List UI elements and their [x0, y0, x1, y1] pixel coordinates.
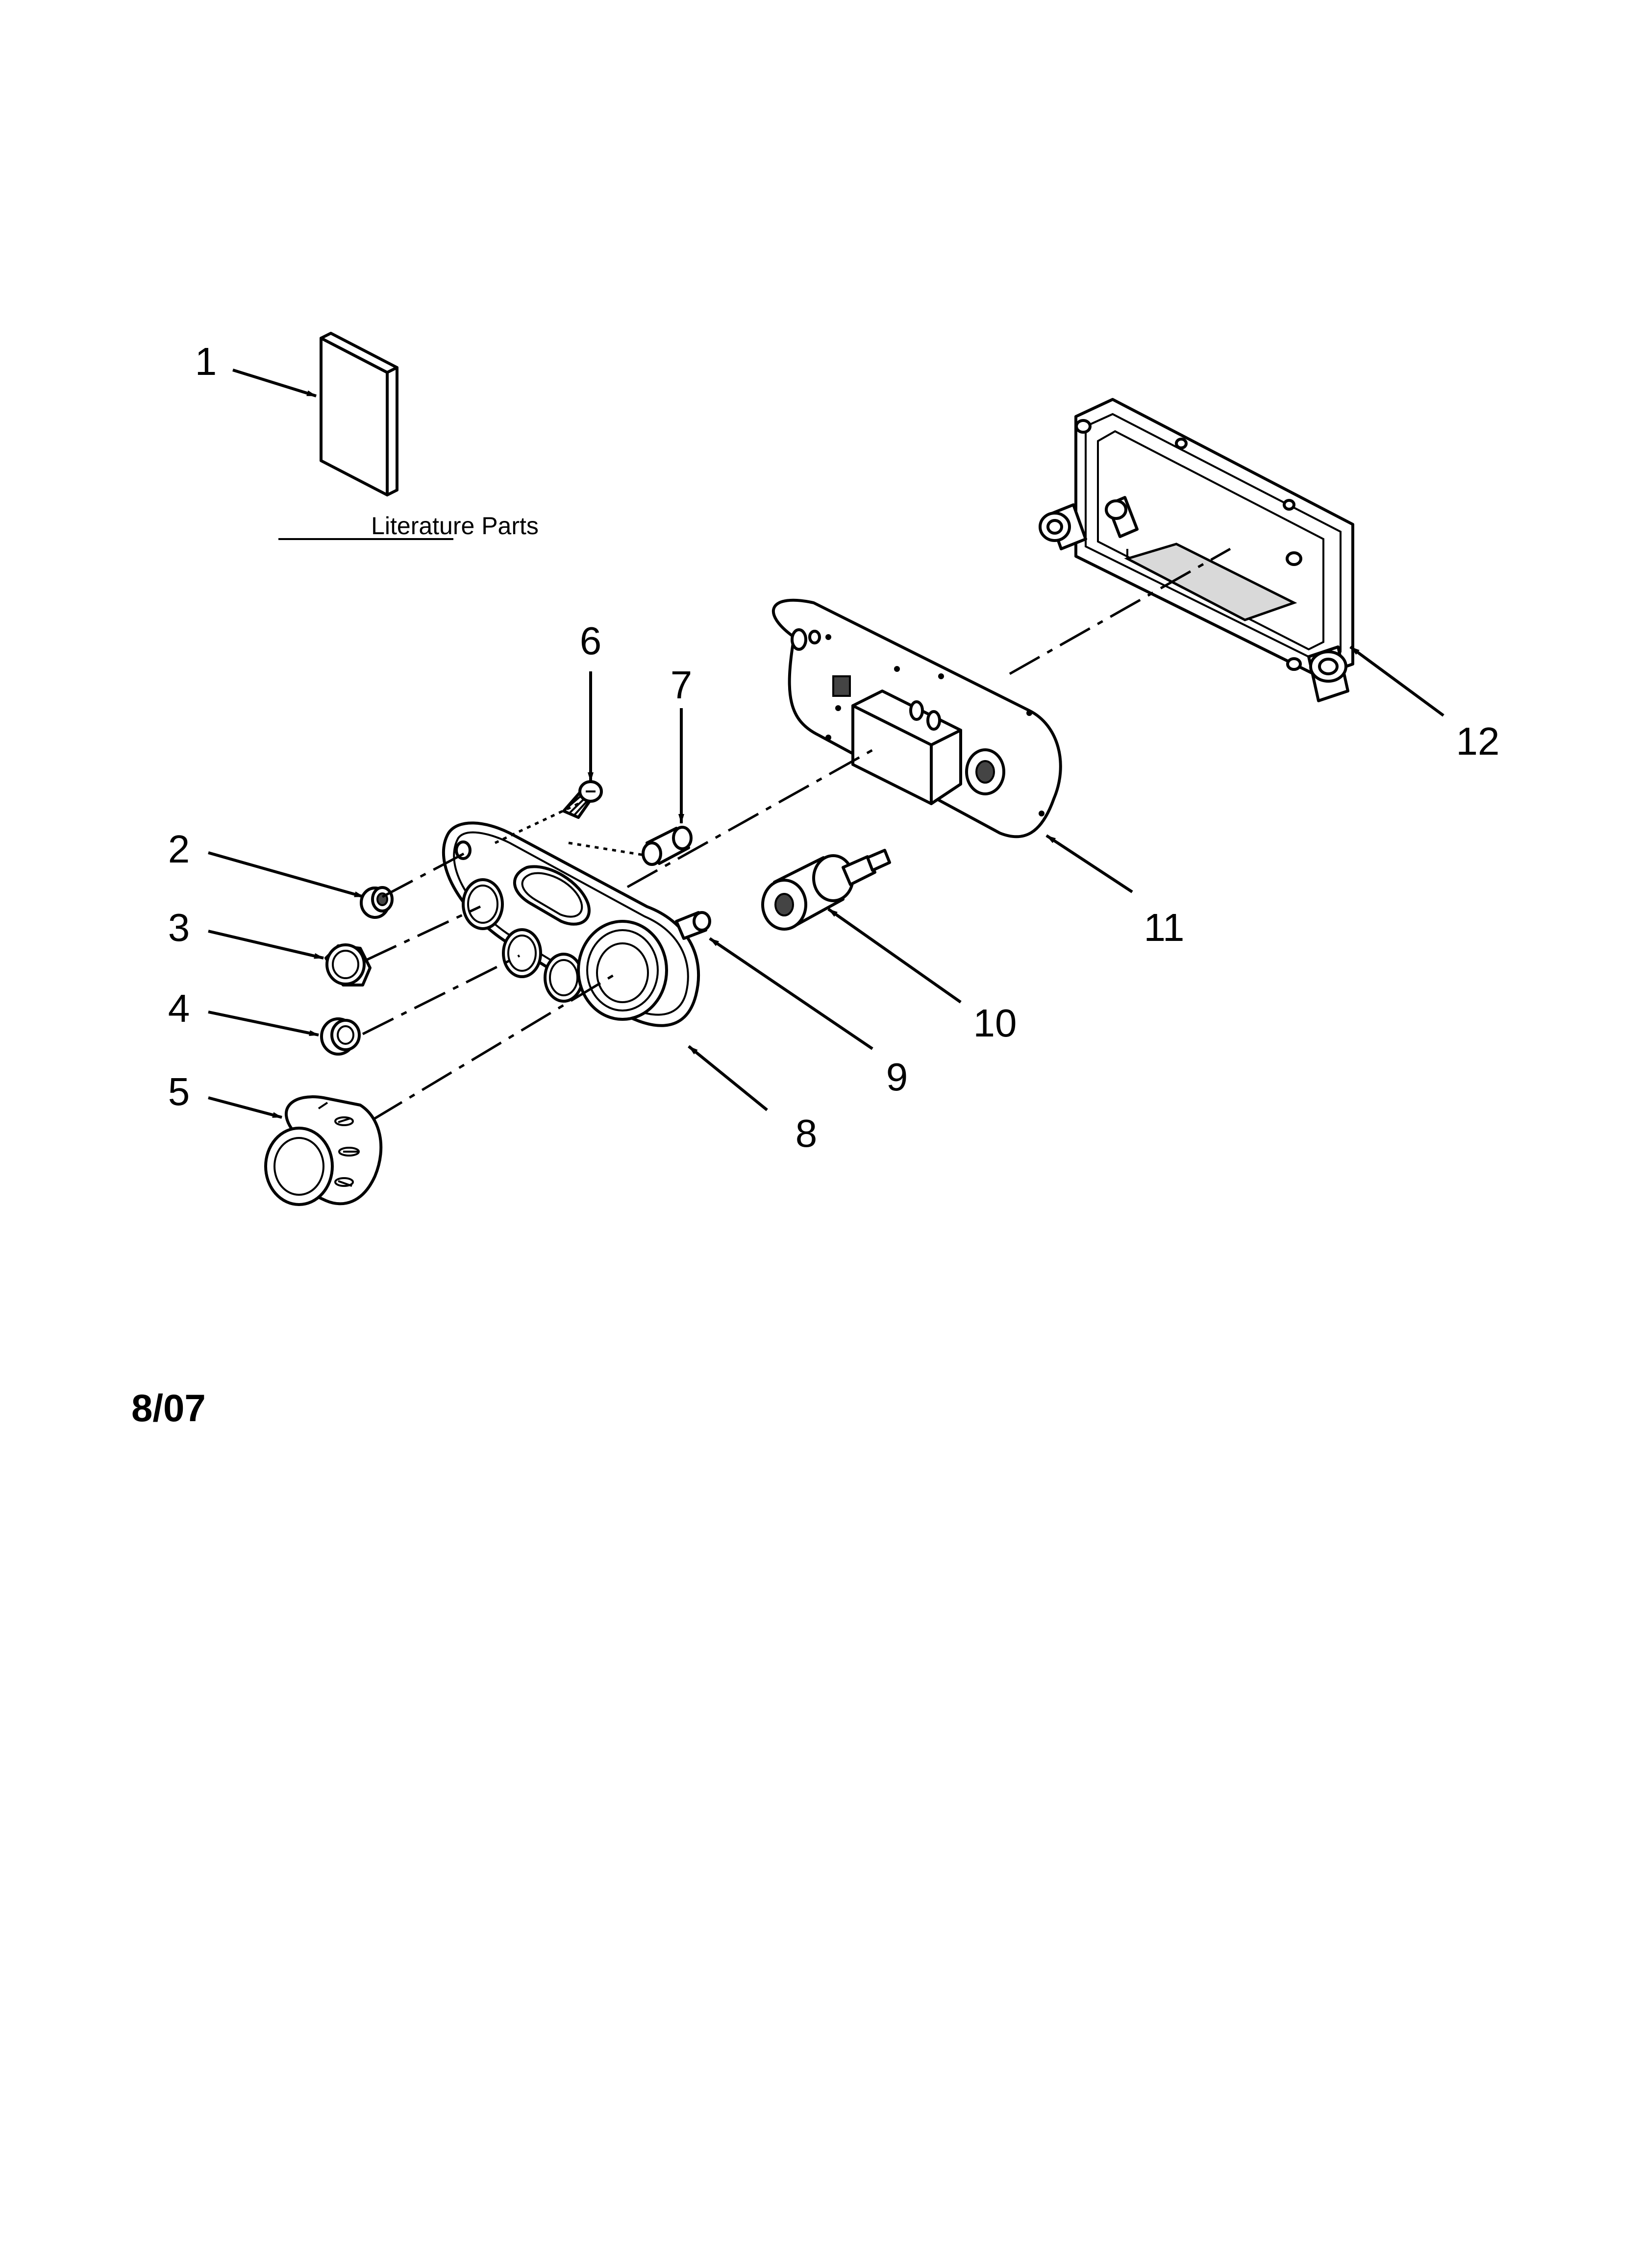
tabbed-button: [324, 943, 372, 986]
housing-boss-left: [1039, 496, 1139, 550]
bezel-pin: [675, 911, 711, 940]
small-button: [360, 886, 394, 919]
rear-housing: [1039, 398, 1354, 702]
rotary-shaft: [761, 849, 891, 931]
callout-9: 9: [886, 1055, 908, 1099]
callout-4: 4: [168, 986, 190, 1030]
round-button: [320, 1017, 361, 1056]
callout-5: 5: [168, 1070, 190, 1113]
callout-numbers: 1 2 3 4 5 6 7 8 9 10 11 12: [168, 340, 1500, 1155]
callout-1: 1: [195, 340, 217, 383]
callout-12: 12: [1456, 719, 1500, 763]
housing-boss-right: [1307, 645, 1349, 702]
control-board: [771, 598, 1062, 838]
screw: [562, 780, 603, 819]
date-code: 8/07: [131, 1386, 206, 1430]
callout-3: 3: [168, 906, 190, 949]
callout-10: 10: [973, 1001, 1017, 1045]
literature-booklet: [320, 332, 398, 496]
literature-parts-caption: Literature Parts: [371, 512, 539, 540]
control-knob: [264, 1095, 383, 1206]
front-bezel: [442, 821, 700, 1027]
callout-2: 2: [168, 827, 190, 871]
callout-8: 8: [796, 1111, 818, 1155]
callout-7: 7: [671, 663, 693, 707]
callout-6: 6: [580, 619, 602, 663]
assembly-lines: [362, 547, 1231, 1121]
spacer: [642, 826, 693, 866]
callout-11: 11: [1144, 906, 1184, 949]
callout-arrows: [208, 369, 1444, 1119]
